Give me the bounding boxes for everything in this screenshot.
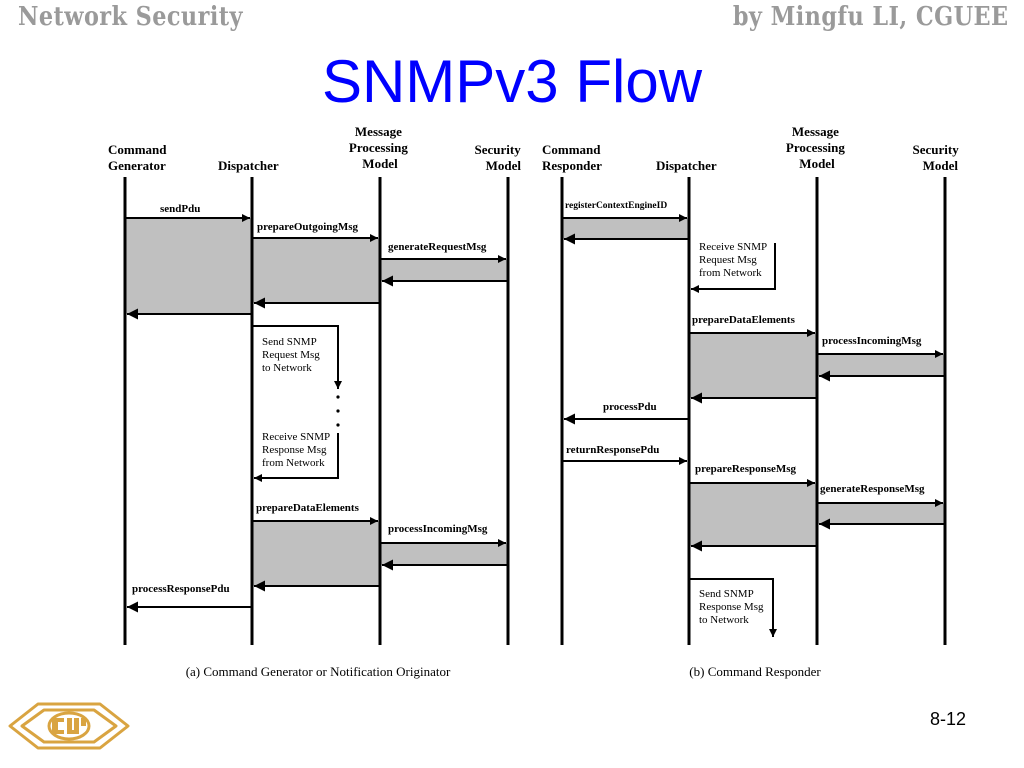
diagram-b: Command Responder Dispatcher Message Pro… — [542, 124, 962, 679]
lane-header-command-responder: Command Responder — [542, 142, 604, 173]
msg-label-prepare-response-msg: prepareResponseMsg — [695, 463, 797, 475]
msg-label-generate-response-msg: generateResponseMsg — [820, 483, 925, 495]
lane-header-message-processing-a: Message Processing Model — [349, 124, 411, 171]
msg-label-prepare-outgoing-msg: prepareOutgoingMsg — [257, 221, 359, 233]
note-send-response-to-network: Send SNMP Response Msg to Network — [699, 588, 766, 626]
lane-header-security-model-b: Security Model — [913, 142, 962, 173]
university-logo-icon — [8, 702, 130, 750]
activation-disp-prepare-response — [689, 483, 817, 546]
lane-header-command-generator: Command Generator — [108, 142, 170, 173]
caption-diagram-a: (a) Command Generator or Notification Or… — [186, 664, 451, 679]
msg-label-prepare-data-elements-a: prepareDataElements — [256, 502, 360, 514]
msg-label-prepare-data-elements-b: prepareDataElements — [692, 314, 796, 326]
arrow-send-request-to-network — [252, 325, 342, 389]
diagram-a: Command Generator Dispatcher Message Pro… — [108, 124, 524, 679]
msg-label-send-pdu: sendPdu — [160, 203, 200, 215]
msg-label-process-incoming-msg-b: processIncomingMsg — [822, 335, 922, 347]
header-course-title: Network Security — [18, 2, 243, 32]
lane-header-message-processing-b: Message Processing Model — [786, 124, 848, 171]
snmp-flow-diagram: Command Generator Dispatcher Message Pro… — [108, 124, 962, 679]
ellipsis-dot — [336, 423, 340, 427]
msg-label-generate-request-msg: generateRequestMsg — [388, 241, 487, 253]
activation-mpm-generate — [380, 259, 508, 281]
activation-cg-send — [125, 218, 252, 314]
activation-mpm-incoming-b — [817, 354, 945, 376]
lane-header-security-model-a: Security Model — [475, 142, 524, 173]
msg-label-process-incoming-msg-a: processIncomingMsg — [388, 523, 488, 535]
ellipsis-dot — [336, 409, 340, 413]
activation-cr-register — [562, 218, 689, 239]
activation-mpm-generate-response — [817, 503, 945, 524]
msg-label-register-context-engine-id: registerContextEngineID — [565, 201, 667, 211]
msg-label-return-response-pdu: returnResponsePdu — [566, 444, 659, 456]
ellipsis-dot — [336, 395, 340, 399]
lane-header-dispatcher-a: Dispatcher — [218, 158, 279, 173]
activation-disp-process — [252, 521, 380, 586]
slide-title: SNMPv3 Flow — [321, 48, 703, 115]
arrow-receive-response-from-network — [254, 433, 339, 482]
arrow-receive-request-from-network — [691, 243, 776, 293]
note-receive-request-from-network: Receive SNMP Request Msg from Network — [699, 241, 769, 279]
lane-header-dispatcher-b: Dispatcher — [656, 158, 717, 173]
msg-label-process-response-pdu: processResponsePdu — [132, 583, 230, 595]
page-number: 8-12 — [929, 709, 966, 729]
arrow-send-response-to-network — [689, 578, 777, 637]
activation-disp-prepare — [252, 238, 380, 303]
activation-disp-prepare-data — [689, 333, 817, 398]
activation-mpm-incoming — [380, 543, 508, 565]
note-receive-response-from-network: Receive SNMP Response Msg from Network — [262, 431, 332, 469]
note-send-request-to-network: Send SNMP Request Msg to Network — [262, 336, 323, 374]
header-author: by Mingfu LI, CGUEE — [732, 2, 1008, 32]
caption-diagram-b: (b) Command Responder — [689, 664, 821, 679]
msg-label-process-pdu: processPdu — [603, 401, 657, 413]
